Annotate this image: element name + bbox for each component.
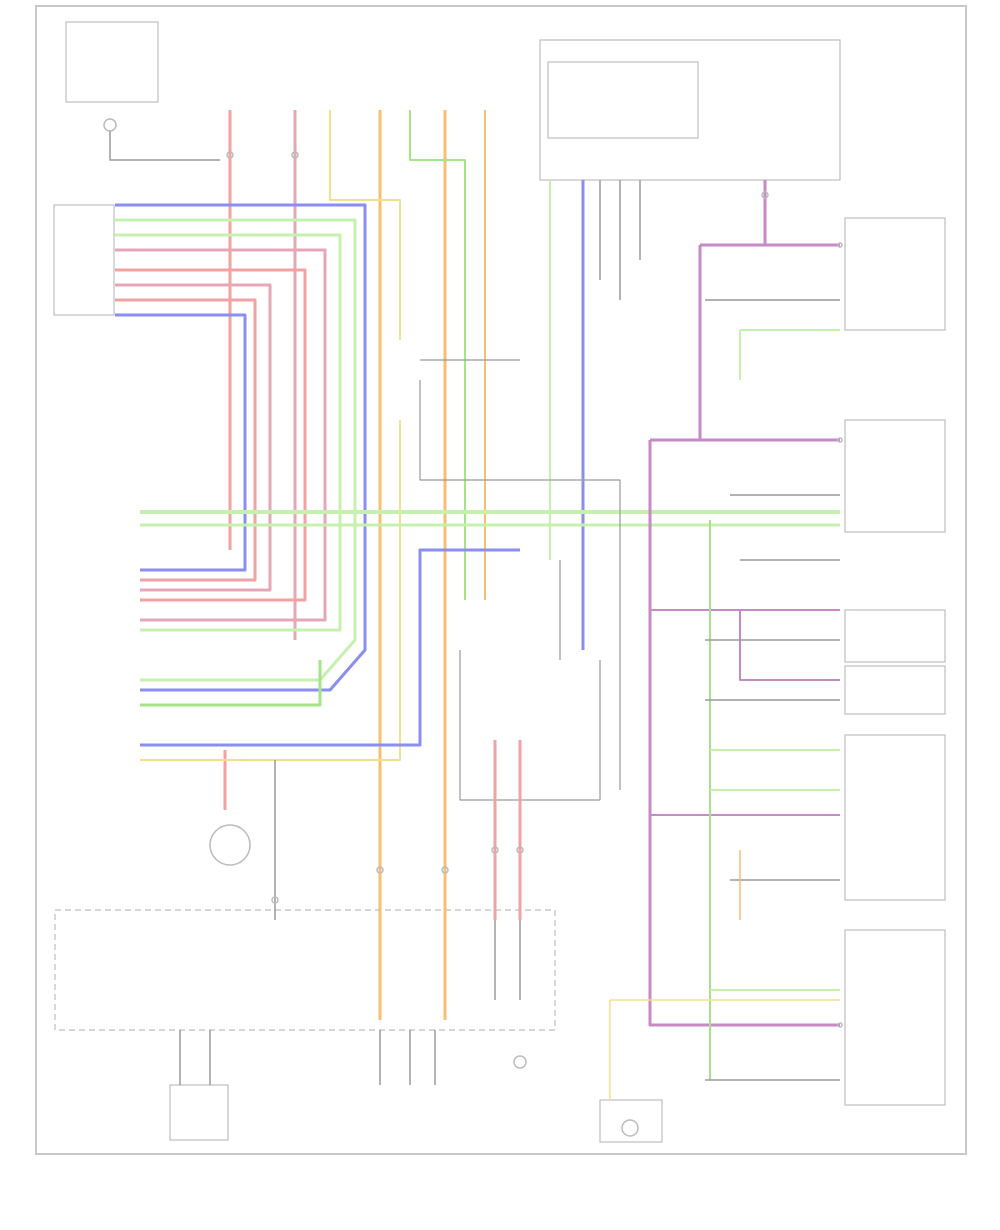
wire-pink (115, 283, 272, 592)
sensor-box (844, 734, 946, 901)
wire-pink (115, 248, 327, 622)
component-box (599, 1099, 663, 1143)
wire-blue (115, 203, 367, 692)
wire-green (140, 660, 322, 707)
connector-terminal (209, 824, 251, 866)
connector-terminal (226, 151, 234, 159)
wire-light-green (115, 233, 342, 632)
connector-terminal (837, 437, 843, 443)
wire-black-wire (459, 650, 600, 801)
sensor-box (844, 929, 946, 1106)
connector-terminal (291, 151, 299, 159)
connector-terminal (837, 242, 843, 248)
wire-black-wire (109, 130, 220, 161)
junction-box (54, 909, 556, 1031)
relay-box (547, 61, 699, 139)
sensor-box (844, 609, 946, 663)
sensor-box (844, 419, 946, 533)
connector-terminal (441, 866, 449, 874)
wire-red (115, 298, 257, 582)
sensor-box (844, 217, 946, 331)
wire-light-green (115, 218, 357, 682)
wire-green (409, 110, 466, 600)
connector-terminal (103, 118, 117, 132)
wire-red (115, 268, 307, 602)
connector-terminal (271, 896, 279, 904)
connector-block (53, 204, 115, 316)
wire-black-wire (419, 380, 621, 790)
wire-layer (109, 110, 840, 1100)
wire-purple (648, 440, 840, 1027)
connector-terminal (376, 866, 384, 874)
connector-terminal (491, 846, 499, 854)
component-box-layer (53, 21, 946, 1143)
component-box (169, 1084, 229, 1141)
wire-yellow (329, 110, 401, 340)
wire-blue (115, 313, 247, 572)
frame-layer (35, 5, 967, 1155)
wire-purple (739, 610, 840, 681)
connector-terminal (513, 1055, 527, 1069)
connector-terminal (761, 191, 769, 199)
control-unit-box (539, 39, 841, 181)
wire-blue (140, 548, 520, 747)
connector-terminal (837, 1022, 843, 1028)
sensor-box (844, 665, 946, 715)
connector-layer (103, 118, 843, 1137)
outer-border (35, 5, 967, 1155)
wire-yellow (140, 420, 401, 761)
connector-terminal (516, 846, 524, 854)
component-box (65, 21, 159, 103)
connector-terminal (621, 1119, 639, 1137)
